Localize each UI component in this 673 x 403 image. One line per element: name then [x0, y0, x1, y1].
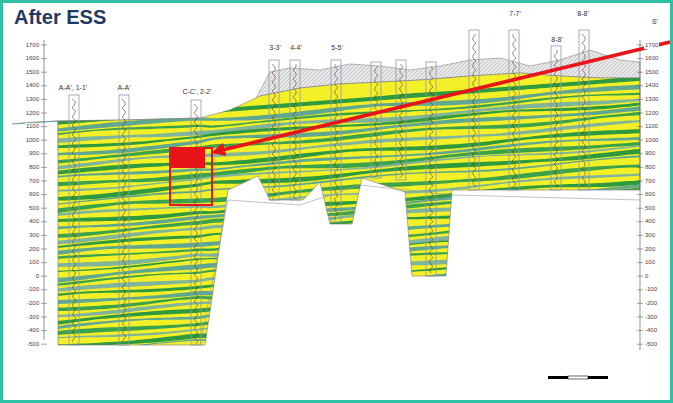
well-log [429, 66, 433, 273]
callout-fill [169, 147, 205, 168]
callout-box [170, 148, 212, 205]
axis-label: 700 [28, 178, 40, 185]
axis-label: 1200 [644, 110, 659, 117]
axis-label: 600 [644, 191, 656, 198]
axis-label: -500 [644, 341, 658, 348]
axis-label: -200 [26, 300, 40, 307]
axis-label: 1200 [25, 110, 40, 117]
borehole [69, 95, 79, 345]
well-log [512, 34, 516, 187]
axis-label: 300 [28, 232, 40, 239]
axis-label: 1100 [644, 123, 659, 130]
axis-label: 900 [644, 150, 656, 157]
borehole [191, 100, 201, 345]
axis-label: 0 [644, 273, 649, 280]
well-log [194, 104, 198, 344]
axis-label: 1000 [25, 137, 40, 144]
axis-label: 700 [644, 178, 656, 185]
axis-label: -400 [26, 327, 40, 334]
well-log [374, 66, 377, 177]
well-log [72, 99, 76, 342]
axis-label: 100 [644, 259, 656, 266]
axis-label: 400 [644, 218, 656, 225]
axis-label: 1700 [644, 42, 659, 49]
axis-label: 1300 [25, 96, 40, 103]
axis-label: -100 [644, 286, 658, 293]
section-label: 8-8' [576, 10, 589, 18]
axis-label: 1000 [644, 137, 659, 144]
section-label: 3-3' [268, 44, 281, 52]
borehole [119, 95, 129, 345]
axis-line [44, 40, 45, 340]
well-log [272, 64, 275, 199]
axis-label: 800 [644, 164, 656, 171]
axis-label: 200 [28, 246, 40, 253]
section-label: 4-4' [289, 44, 302, 52]
borehole [469, 30, 479, 190]
axis-label: 100 [28, 259, 40, 266]
axis-label: 900 [28, 150, 40, 157]
axis-label: 400 [28, 218, 40, 225]
axis-label: 1100 [25, 123, 40, 130]
well-log [399, 64, 403, 178]
borehole [331, 60, 341, 222]
callout-arrow [214, 42, 670, 152]
axis-label: 200 [644, 246, 656, 253]
borehole [509, 30, 519, 190]
axis-label: 1300 [644, 96, 659, 103]
axis-label: 1700 [25, 42, 40, 49]
section-label: 8-8' [550, 36, 563, 44]
axis-label: 0 [35, 273, 40, 280]
axis-label: 600 [28, 191, 40, 198]
section-label: C-C', 2-2' [181, 88, 212, 96]
section-label: 5-5' [330, 44, 343, 52]
well-log [473, 34, 476, 187]
section-label: A-A' [116, 84, 131, 92]
borehole [579, 30, 589, 190]
section-label: 7-7' [508, 10, 521, 18]
borehole [426, 62, 436, 276]
axis-label: 1600 [25, 55, 40, 62]
axis-label: -100 [26, 286, 40, 293]
axis-label: 1400 [25, 82, 40, 89]
title: After ESS [14, 6, 106, 29]
axis-label: -400 [644, 327, 658, 334]
axis-label: 1400 [644, 82, 659, 89]
axis-label: 500 [28, 205, 40, 212]
section-label: S' [651, 18, 659, 26]
section-label: A-A', 1-1' [58, 84, 88, 92]
axis-label: -300 [644, 314, 658, 321]
axis-label: 1600 [644, 55, 659, 62]
axis-label: 800 [28, 164, 40, 171]
axis-label: 1500 [25, 69, 40, 76]
axis-label: -200 [644, 300, 658, 307]
axis-label: 500 [644, 205, 656, 212]
axis-label: 1500 [644, 69, 659, 76]
axis-label: -500 [26, 341, 40, 348]
axis-label: 300 [644, 232, 656, 239]
borehole [269, 60, 279, 200]
borehole [371, 62, 381, 178]
axis-label: -300 [26, 314, 40, 321]
well-log [582, 34, 585, 187]
well-log [334, 64, 338, 220]
borehole [396, 60, 406, 180]
well-log [122, 99, 126, 342]
